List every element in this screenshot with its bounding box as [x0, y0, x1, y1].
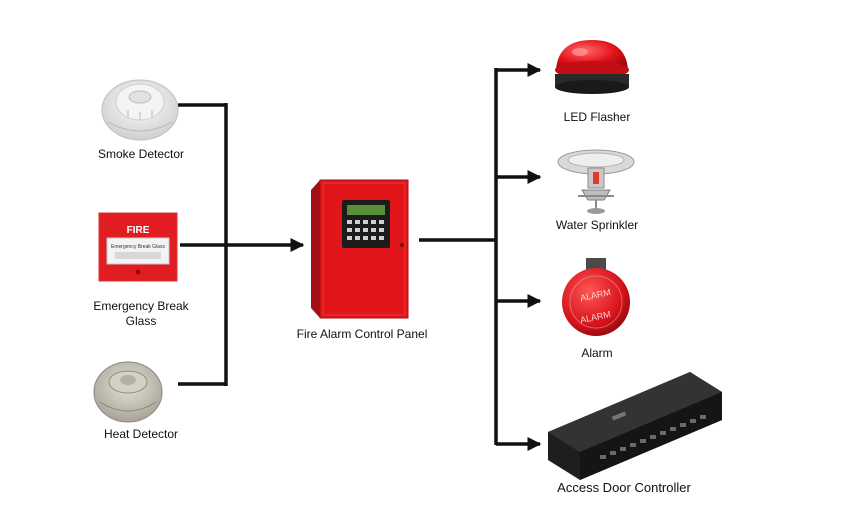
break-glass-icon: FIRE Emergency Break Glass	[98, 212, 178, 282]
break-glass-header: FIRE	[127, 225, 150, 236]
alarm-bell-icon: ALARM ALARM	[562, 258, 630, 336]
door-controller-label: Access Door Controller	[557, 480, 691, 495]
output-connectors	[419, 63, 542, 451]
break-glass-label: Emergency Break Glass	[93, 299, 189, 328]
input-connectors	[178, 103, 305, 386]
smoke-detector-icon	[101, 79, 179, 141]
water-sprinkler-label: Water Sprinkler	[555, 218, 639, 232]
control-panel-icon	[311, 179, 409, 319]
led-flasher-icon	[555, 40, 629, 94]
panel-label: Fire Alarm Control Panel	[296, 327, 428, 341]
heat-detector-label: Heat Detector	[103, 427, 179, 441]
sprinkler-icon	[557, 149, 635, 214]
heat-detector-icon	[93, 361, 163, 423]
door-controller-icon	[548, 372, 722, 480]
alarm-label: Alarm	[581, 346, 613, 360]
break-glass-small-text: Emergency Break Glass	[111, 244, 165, 250]
smoke-detector-label: Smoke Detector	[97, 147, 185, 161]
led-flasher-label: LED Flasher	[563, 110, 631, 124]
